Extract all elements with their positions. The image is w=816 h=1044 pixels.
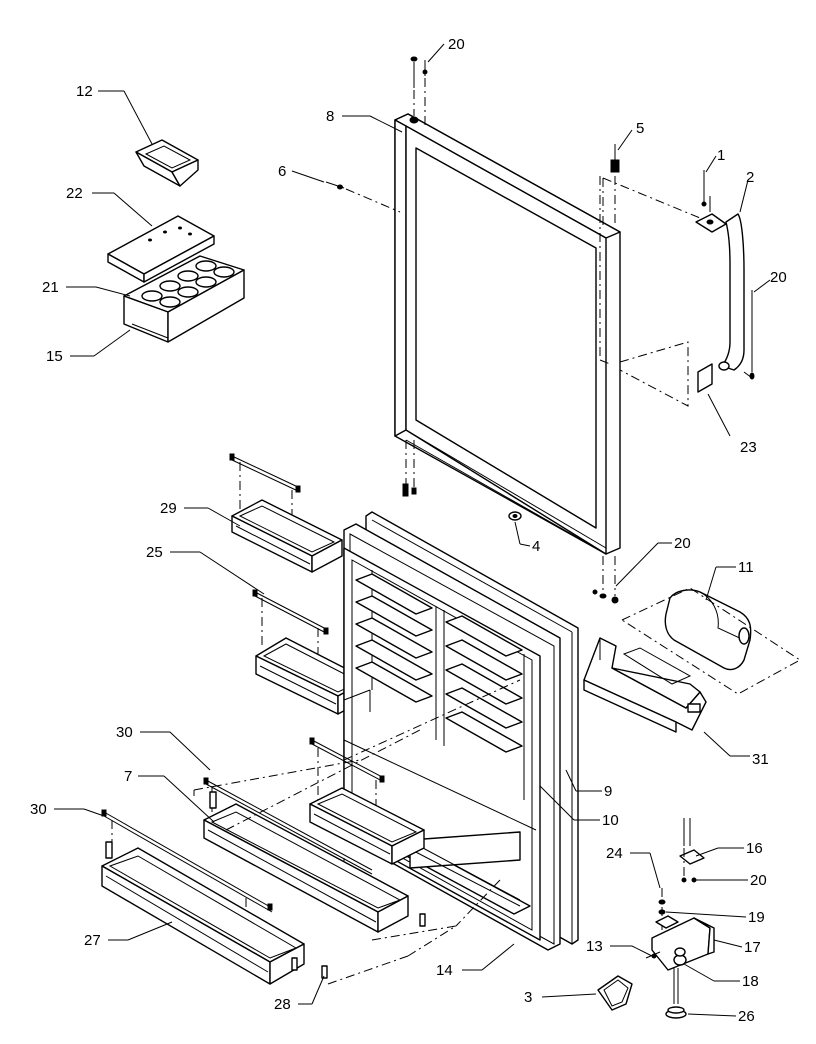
callout-1-hinge-screw: 1	[717, 147, 725, 164]
screw-top-left	[410, 56, 428, 126]
callout-29-upper-shelf: 29	[160, 500, 177, 517]
callout-11-butter-door: 11	[738, 559, 754, 576]
bottom-hinge-assembly	[645, 818, 715, 1019]
callout-17-bottom-hinge: 17	[744, 939, 761, 956]
callout-20-lower-screw: 20	[674, 535, 691, 552]
door-stop-screw	[325, 181, 401, 213]
frame-bottom-screws	[402, 440, 417, 497]
door-shelf-upper	[229, 453, 343, 573]
door-bin-lower-long	[203, 777, 426, 933]
callout-23-hinge-cover: 23	[740, 439, 757, 456]
callout-2-hinge: 2	[746, 169, 754, 186]
callout-31-butter-housing: 31	[752, 751, 769, 768]
callout-20-top-screw: 20	[448, 36, 465, 53]
callout-18-bushing: 18	[742, 973, 759, 990]
ice-bucket-lid	[135, 139, 199, 187]
callout-25-middle-shelf: 25	[146, 544, 163, 561]
door-spacer	[508, 511, 522, 545]
callout-7-lower-bin: 7	[124, 768, 132, 785]
callout-28-clip: 28	[274, 996, 291, 1013]
callout-6-door-stop: 6	[278, 163, 286, 180]
callout-10-gasket: 10	[602, 812, 619, 829]
callout-4-spacer: 4	[532, 538, 540, 555]
freezer-door-frame	[394, 113, 621, 555]
hinge-cover	[597, 975, 633, 1011]
assembly-guide-lines	[193, 679, 521, 985]
butter-compartment-door	[664, 589, 752, 671]
ice-tray-cover	[107, 215, 215, 283]
callout-19-washer: 19	[748, 909, 765, 926]
callout-13-screw: 13	[586, 938, 603, 955]
callout-30-upper-rail: 30	[116, 724, 133, 741]
frame-bottom-right-screws	[592, 556, 619, 604]
callout-20-hinge-screw: 20	[750, 872, 767, 889]
callout-22-tray-cover: 22	[66, 185, 83, 202]
callout-leaders	[54, 43, 771, 1017]
callout-16-hinge-bracket: 16	[746, 840, 763, 857]
callout-26-leveling-leg: 26	[738, 1008, 755, 1025]
callout-3-hinge-cover: 3	[524, 989, 532, 1006]
butter-compartment-housing	[583, 637, 707, 733]
callout-5-hinge-pin: 5	[636, 120, 644, 137]
callout-30-lower-rail: 30	[30, 801, 47, 818]
callout-24-hinge-screw: 24	[606, 845, 623, 862]
butter-compartment-guide	[620, 587, 801, 695]
callout-20-right-screw: 20	[770, 269, 787, 286]
top-hinge-assembly	[599, 144, 755, 407]
callout-8-door-frame: 8	[326, 108, 334, 125]
ice-cube-tray	[123, 255, 245, 343]
callout-12-ice-bucket-lid: 12	[76, 83, 93, 100]
callout-labels: 20 12 8 5 1 2 6 22 20 21 15 23 29 4 25 2…	[30, 36, 787, 1025]
door-shelf-lower-center	[309, 737, 425, 865]
callout-14-door-assembly: 14	[436, 962, 453, 979]
callout-21-ice-tray: 21	[42, 279, 59, 296]
callout-15-ice-bin: 15	[46, 348, 63, 365]
door-bin-bottom	[101, 809, 328, 985]
callout-9-door-panel: 9	[604, 783, 612, 800]
callout-27-bottom-bin: 27	[84, 932, 101, 949]
